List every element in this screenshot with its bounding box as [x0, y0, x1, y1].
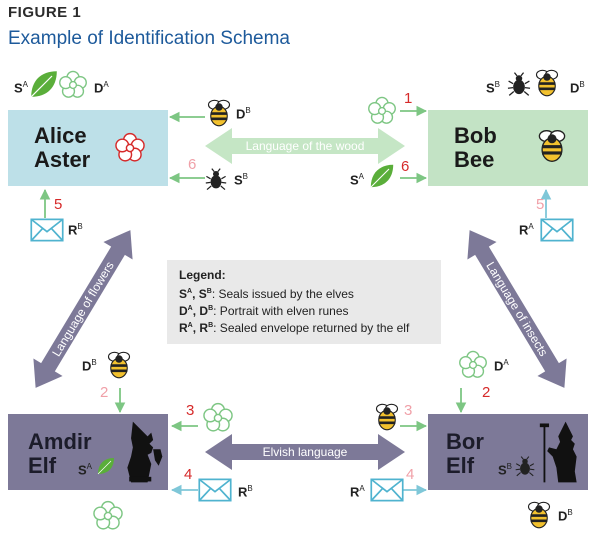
flower-icon	[200, 400, 236, 436]
channel-flowers-label: Language of flowers	[49, 259, 117, 359]
legend-row-envelopes: RA, RB: Sealed envelope returned by the …	[179, 321, 410, 335]
step-1: 1	[404, 90, 413, 107]
beetle-icon	[506, 72, 532, 98]
channel-wood-label: Language of the wood	[246, 139, 365, 153]
leaf-icon	[368, 162, 396, 190]
legend-box: Legend: SA, SB: Seals issued by the elve…	[167, 260, 441, 344]
step-5-alice: 5	[54, 196, 63, 213]
channel-wood-arrow: Language of the wood	[205, 128, 405, 164]
bee-icon	[534, 128, 570, 164]
step-4-bor: 4	[406, 466, 415, 483]
envelope-ra-bor-label: RA	[350, 484, 365, 500]
node-amdir-name-line2: Elf	[28, 453, 57, 478]
channel-elvish-arrow: Elvish language	[205, 434, 405, 470]
alice-seal-label: SA	[14, 80, 29, 96]
step-6-bob: 6	[401, 158, 410, 175]
seal-sa-label: SA	[350, 172, 365, 188]
step-2-bor: 2	[482, 384, 491, 401]
figure-label: FIGURE 1	[8, 4, 82, 21]
bee-icon	[104, 350, 134, 380]
channel-elvish-label: Elvish language	[263, 445, 348, 459]
bee-icon	[532, 68, 562, 98]
node-bob-name-line1: Bob	[454, 123, 497, 148]
envelope-icon	[540, 218, 574, 242]
bee-icon	[524, 500, 554, 530]
node-amdir-name-line1: Amdir	[28, 429, 92, 454]
flower-icon	[365, 94, 399, 128]
envelope-icon	[30, 218, 64, 242]
elf-silhouette-icon	[120, 418, 166, 486]
flower-icon	[90, 498, 126, 534]
red-flower-icon	[112, 130, 148, 166]
step-6-alice: 6	[188, 156, 197, 173]
bee-icon	[372, 402, 402, 432]
envelope-rb-amdir-label: RB	[238, 484, 253, 500]
flower-icon	[56, 68, 90, 102]
legend-row-portraits: DA, DB: Portrait with elven runes	[179, 304, 349, 318]
portrait-da-label: DA	[494, 358, 509, 374]
portrait-db-bor-label: DB	[558, 508, 573, 524]
portrait-db-label: DB	[236, 106, 251, 122]
node-alice-name-line2: Aster	[34, 147, 91, 172]
beetle-icon	[204, 168, 228, 192]
step-4-amdir: 4	[184, 466, 193, 483]
bob-seal-label: SB	[486, 80, 501, 96]
portrait-db-amdir-label: DB	[82, 358, 97, 374]
envelope-icon	[198, 478, 232, 502]
figure-title: Example of Identification Schema	[8, 28, 290, 49]
amdir-seal-label: SA	[78, 462, 93, 478]
envelope-icon	[370, 478, 404, 502]
alice-portrait-label: DA	[94, 80, 109, 96]
node-alice-name-line1: Alice	[34, 123, 87, 148]
legend-row-seals: SA, SB: Seals issued by the elves	[179, 287, 354, 301]
envelope-rb-label: RB	[68, 222, 83, 238]
leaf-icon	[96, 456, 116, 476]
node-bor-name-line2: Elf	[446, 453, 475, 478]
step-3-amdir: 3	[186, 402, 195, 419]
bob-portrait-label: DB	[570, 80, 585, 96]
envelope-ra-label: RA	[519, 222, 534, 238]
node-bob-box: Bob Bee	[428, 110, 588, 186]
step-5-bob: 5	[536, 196, 545, 213]
legend-title: Legend:	[179, 268, 226, 282]
step-2-amdir: 2	[100, 384, 109, 401]
node-alice-box: Alice Aster	[8, 110, 168, 186]
node-bor-box: Bor Elf SB	[428, 414, 588, 490]
node-amdir-box: Amdir Elf SA	[8, 414, 168, 490]
elf-silhouette-icon	[538, 418, 584, 486]
flower-icon	[456, 348, 490, 382]
bee-icon	[204, 98, 234, 128]
beetle-icon	[514, 456, 536, 478]
node-bor-name-line1: Bor	[446, 429, 484, 454]
seal-sb-label: SB	[234, 172, 249, 188]
channel-insects-label: Language of insects	[483, 259, 550, 358]
node-bob-name-line2: Bee	[454, 147, 495, 172]
bor-seal-label: SB	[498, 462, 513, 478]
step-3-bor: 3	[404, 402, 413, 419]
